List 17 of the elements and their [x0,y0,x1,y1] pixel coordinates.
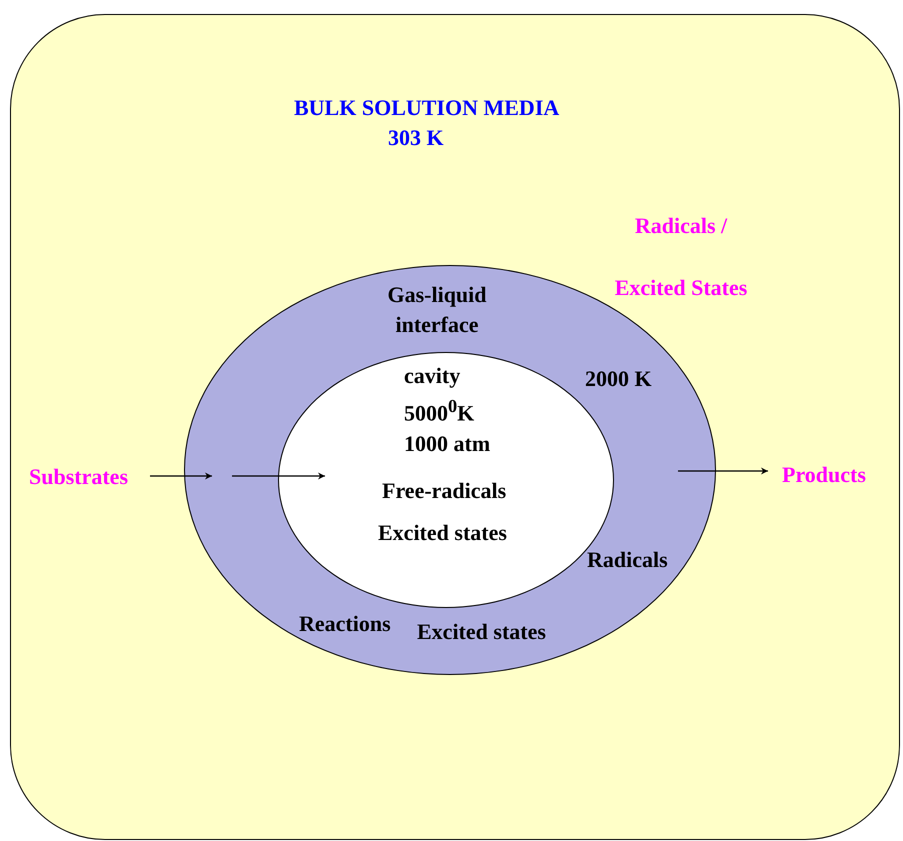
species-label: Excited states [378,519,508,547]
interface-label: Gas-liquid interface [386,281,488,339]
process-label: Reactions [299,610,392,638]
arrow [150,472,212,480]
bulk-solution-region [10,14,900,840]
output-label: Products [782,461,867,489]
species-label: Free-radicals [382,477,508,505]
cavity-conditions: cavity 5000$^{0}$K 1000 atm [404,362,492,458]
temperature-label: 303 K [388,124,445,152]
input-label: Substrates [29,463,130,491]
region-title: BULK SOLUTION MEDIA [294,94,560,122]
species-label: Radicals / Excited States [614,212,748,302]
arrow [232,472,325,480]
arrow [678,468,768,474]
temperature-label: 2000 K [585,365,653,393]
species-label: Radicals [587,546,669,574]
species-label: Excited states [417,618,547,646]
